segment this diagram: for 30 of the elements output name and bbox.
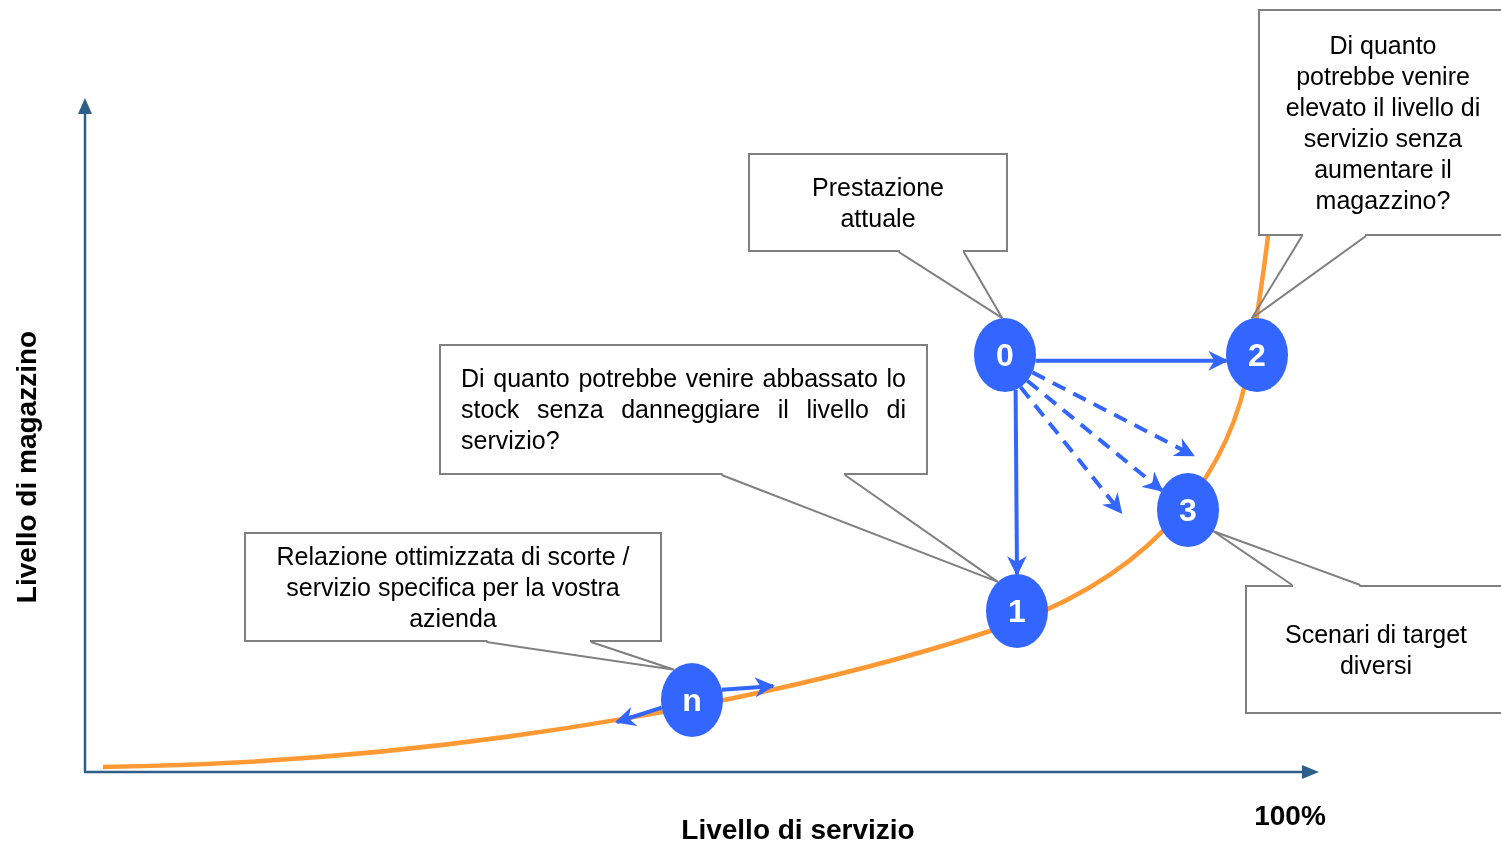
callout-text: Prestazione attuale [811,171,945,234]
callout-box [244,532,662,642]
axis-end-label: 100% [1254,800,1326,832]
scenario-circle [1157,473,1219,547]
callout-pointer [1250,235,1367,320]
callout-box [439,344,928,475]
callout-pointer [1212,530,1362,586]
scenario-number: n [682,684,702,716]
callout-box [1258,9,1501,236]
arrow [1006,389,1027,576]
callout-text: Di quanto potrebbe venire elevato il livello di servizio senza aumentare il magazzino? [1284,29,1482,216]
callout-pointer [485,641,676,671]
callout-text: Scenari di target diversi [1283,618,1468,681]
callout-pointer [720,474,999,583]
arrow [615,705,663,727]
arrow [1031,370,1195,458]
scenario-number: 0 [996,339,1014,371]
scenario-number: 1 [1008,595,1026,627]
scenario-number: 3 [1179,494,1197,526]
callout-box [1245,585,1501,714]
callout-text: Di quanto potrebbe venire abbassato lo stock senza danneggiare il livello di servizio? [461,363,906,456]
arrow [1026,379,1164,492]
callout-pointer [897,251,1004,320]
arrow [721,677,775,698]
arrow [1018,385,1123,515]
scenario-number: 2 [1248,339,1266,371]
callout-box [748,153,1008,252]
axis-title: Livello di magazzino [11,330,43,604]
axis-title: Livello di servizio [681,814,915,846]
callout-text: Relazione ottimizzata di scorte / servizio specifica per la vostra azienda [275,540,631,634]
